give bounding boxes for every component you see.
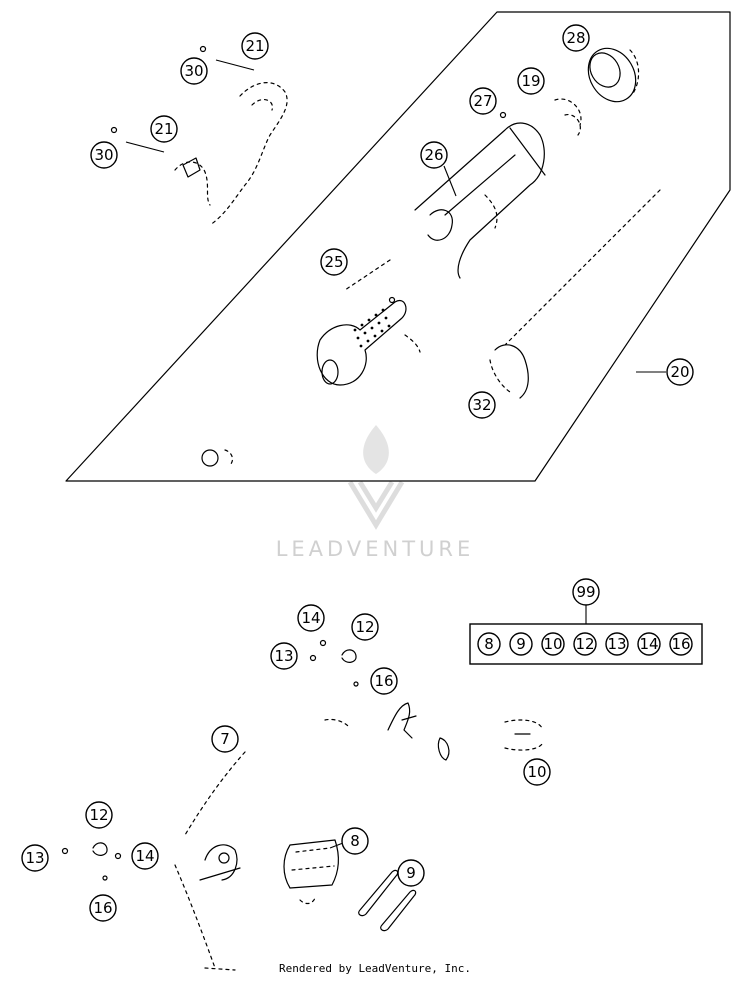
bracket-lower [110, 126, 211, 206]
muffler-assembly-outline [65, 11, 731, 482]
svg-text:26: 26 [424, 146, 443, 164]
svg-text:16: 16 [93, 899, 112, 917]
svg-text:9: 9 [406, 864, 416, 882]
kit-item-9: 9 [509, 632, 533, 656]
svg-text:13: 13 [274, 647, 293, 665]
svg-text:14: 14 [639, 635, 658, 653]
callout-8: 8 [341, 827, 369, 855]
callout-30-upper: 30 [180, 57, 208, 85]
callout-12-lower: 12 [85, 801, 113, 829]
kit-item-8: 8 [477, 632, 501, 656]
callout-8-leader [329, 842, 344, 849]
callout-16-lower: 16 [89, 894, 117, 922]
callout-13-upper: 13 [270, 642, 298, 670]
upper-clamp-parts [309, 639, 359, 729]
svg-text:10: 10 [543, 635, 562, 653]
callout-26: 26 [420, 141, 448, 169]
svg-text:20: 20 [670, 363, 689, 381]
callout-21-upper: 21 [241, 32, 269, 60]
svg-text:8: 8 [350, 832, 360, 850]
callout-7: 7 [211, 725, 239, 753]
callout-14-lower: 14 [131, 842, 159, 870]
svg-text:25: 25 [324, 253, 343, 271]
callout-99: 99 [572, 578, 600, 606]
svg-text:12: 12 [89, 806, 108, 824]
svg-text:30: 30 [94, 146, 113, 164]
kit-item-14: 14 [637, 632, 661, 656]
svg-text:9: 9 [516, 635, 526, 653]
svg-text:14: 14 [135, 847, 154, 865]
gasket-10 [504, 719, 543, 751]
svg-text:8: 8 [484, 635, 494, 653]
svg-text:12: 12 [575, 635, 594, 653]
watermark-text: LEADVENTURE [275, 537, 475, 561]
svg-text:16: 16 [671, 635, 690, 653]
watermark-logo [347, 425, 405, 530]
callout-13-lower: 13 [21, 844, 49, 872]
kit-item-list: 8 9 10 12 13 14 16 [477, 632, 693, 656]
footer-credit: Rendered by LeadVenture, Inc. [278, 962, 472, 975]
kit-item-13: 13 [605, 632, 629, 656]
outer-shell [201, 189, 661, 467]
bracket-upper [199, 45, 288, 226]
svg-text:13: 13 [25, 849, 44, 867]
svg-text:19: 19 [521, 72, 540, 90]
callout-10: 10 [523, 758, 551, 786]
callout-9: 9 [397, 859, 425, 887]
kit-item-10: 10 [541, 632, 565, 656]
header-flange [387, 702, 450, 761]
callout-21-lower: 21 [150, 115, 178, 143]
svg-text:10: 10 [527, 763, 546, 781]
callout-19: 19 [517, 67, 545, 95]
svg-text:7: 7 [220, 730, 230, 748]
svg-text:14: 14 [301, 609, 320, 627]
svg-text:21: 21 [245, 37, 264, 55]
callout-30-lower: 30 [90, 141, 118, 169]
svg-text:27: 27 [473, 92, 492, 110]
svg-text:32: 32 [472, 396, 491, 414]
callout-32: 32 [468, 391, 496, 419]
kit-item-16: 16 [669, 632, 693, 656]
svg-text:12: 12 [355, 618, 374, 636]
callout-27: 27 [469, 87, 497, 115]
inner-pipe [414, 111, 546, 279]
seal-8 [283, 839, 339, 905]
kit-item-12: 12 [573, 632, 597, 656]
end-cap [554, 47, 640, 136]
callout-20: 20 [666, 358, 694, 386]
callout-25: 25 [320, 248, 348, 276]
callout-28: 28 [562, 24, 590, 52]
svg-text:21: 21 [154, 120, 173, 138]
lower-clamp-parts [61, 842, 122, 881]
svg-text:30: 30 [184, 62, 203, 80]
svg-text:13: 13 [607, 635, 626, 653]
callout-12-upper: 12 [351, 613, 379, 641]
callout-14-upper: 14 [297, 604, 325, 632]
header-pipe [174, 751, 246, 971]
svg-text:16: 16 [374, 672, 393, 690]
callout-16-upper: 16 [370, 667, 398, 695]
svg-text:28: 28 [566, 29, 585, 47]
svg-text:99: 99 [576, 583, 595, 601]
perforated-tube [316, 259, 421, 386]
springs-9 [358, 869, 417, 932]
